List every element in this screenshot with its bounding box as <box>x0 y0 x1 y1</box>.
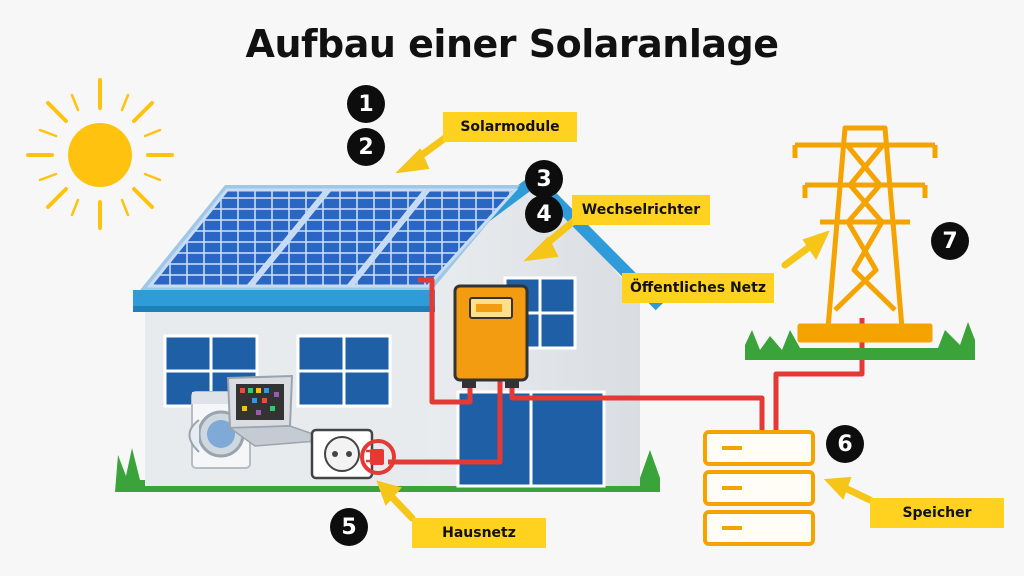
plug-icon <box>360 439 396 475</box>
label-wechselrichter: Wechselrichter <box>572 195 710 225</box>
label-speicher: Speicher <box>870 498 1004 528</box>
badge-6: 6 <box>826 425 864 463</box>
badge-1: 1 <box>347 85 385 123</box>
battery-storage-icon <box>703 430 815 546</box>
power-pylon-icon <box>792 125 938 343</box>
page-title: Aufbau einer Solaranlage <box>245 22 779 66</box>
pointer-arrows <box>376 134 874 522</box>
badge-2: 2 <box>347 128 385 166</box>
label-solarmodule: Solarmodule <box>443 112 577 142</box>
badge-5: 5 <box>330 508 368 546</box>
label-hausnetz: Hausnetz <box>412 518 546 548</box>
power-socket-icon <box>310 428 374 480</box>
badge-4: 4 <box>525 195 563 233</box>
badge-7: 7 <box>931 222 969 260</box>
cables <box>388 277 865 465</box>
solar-panel-icon <box>146 188 519 288</box>
label-oeffentliches-netz: Öffentliches Netz <box>622 273 774 303</box>
pylon-grass <box>745 322 975 360</box>
badge-3: 3 <box>525 160 563 198</box>
inverter-icon <box>453 284 529 388</box>
sun-icon <box>26 78 174 230</box>
